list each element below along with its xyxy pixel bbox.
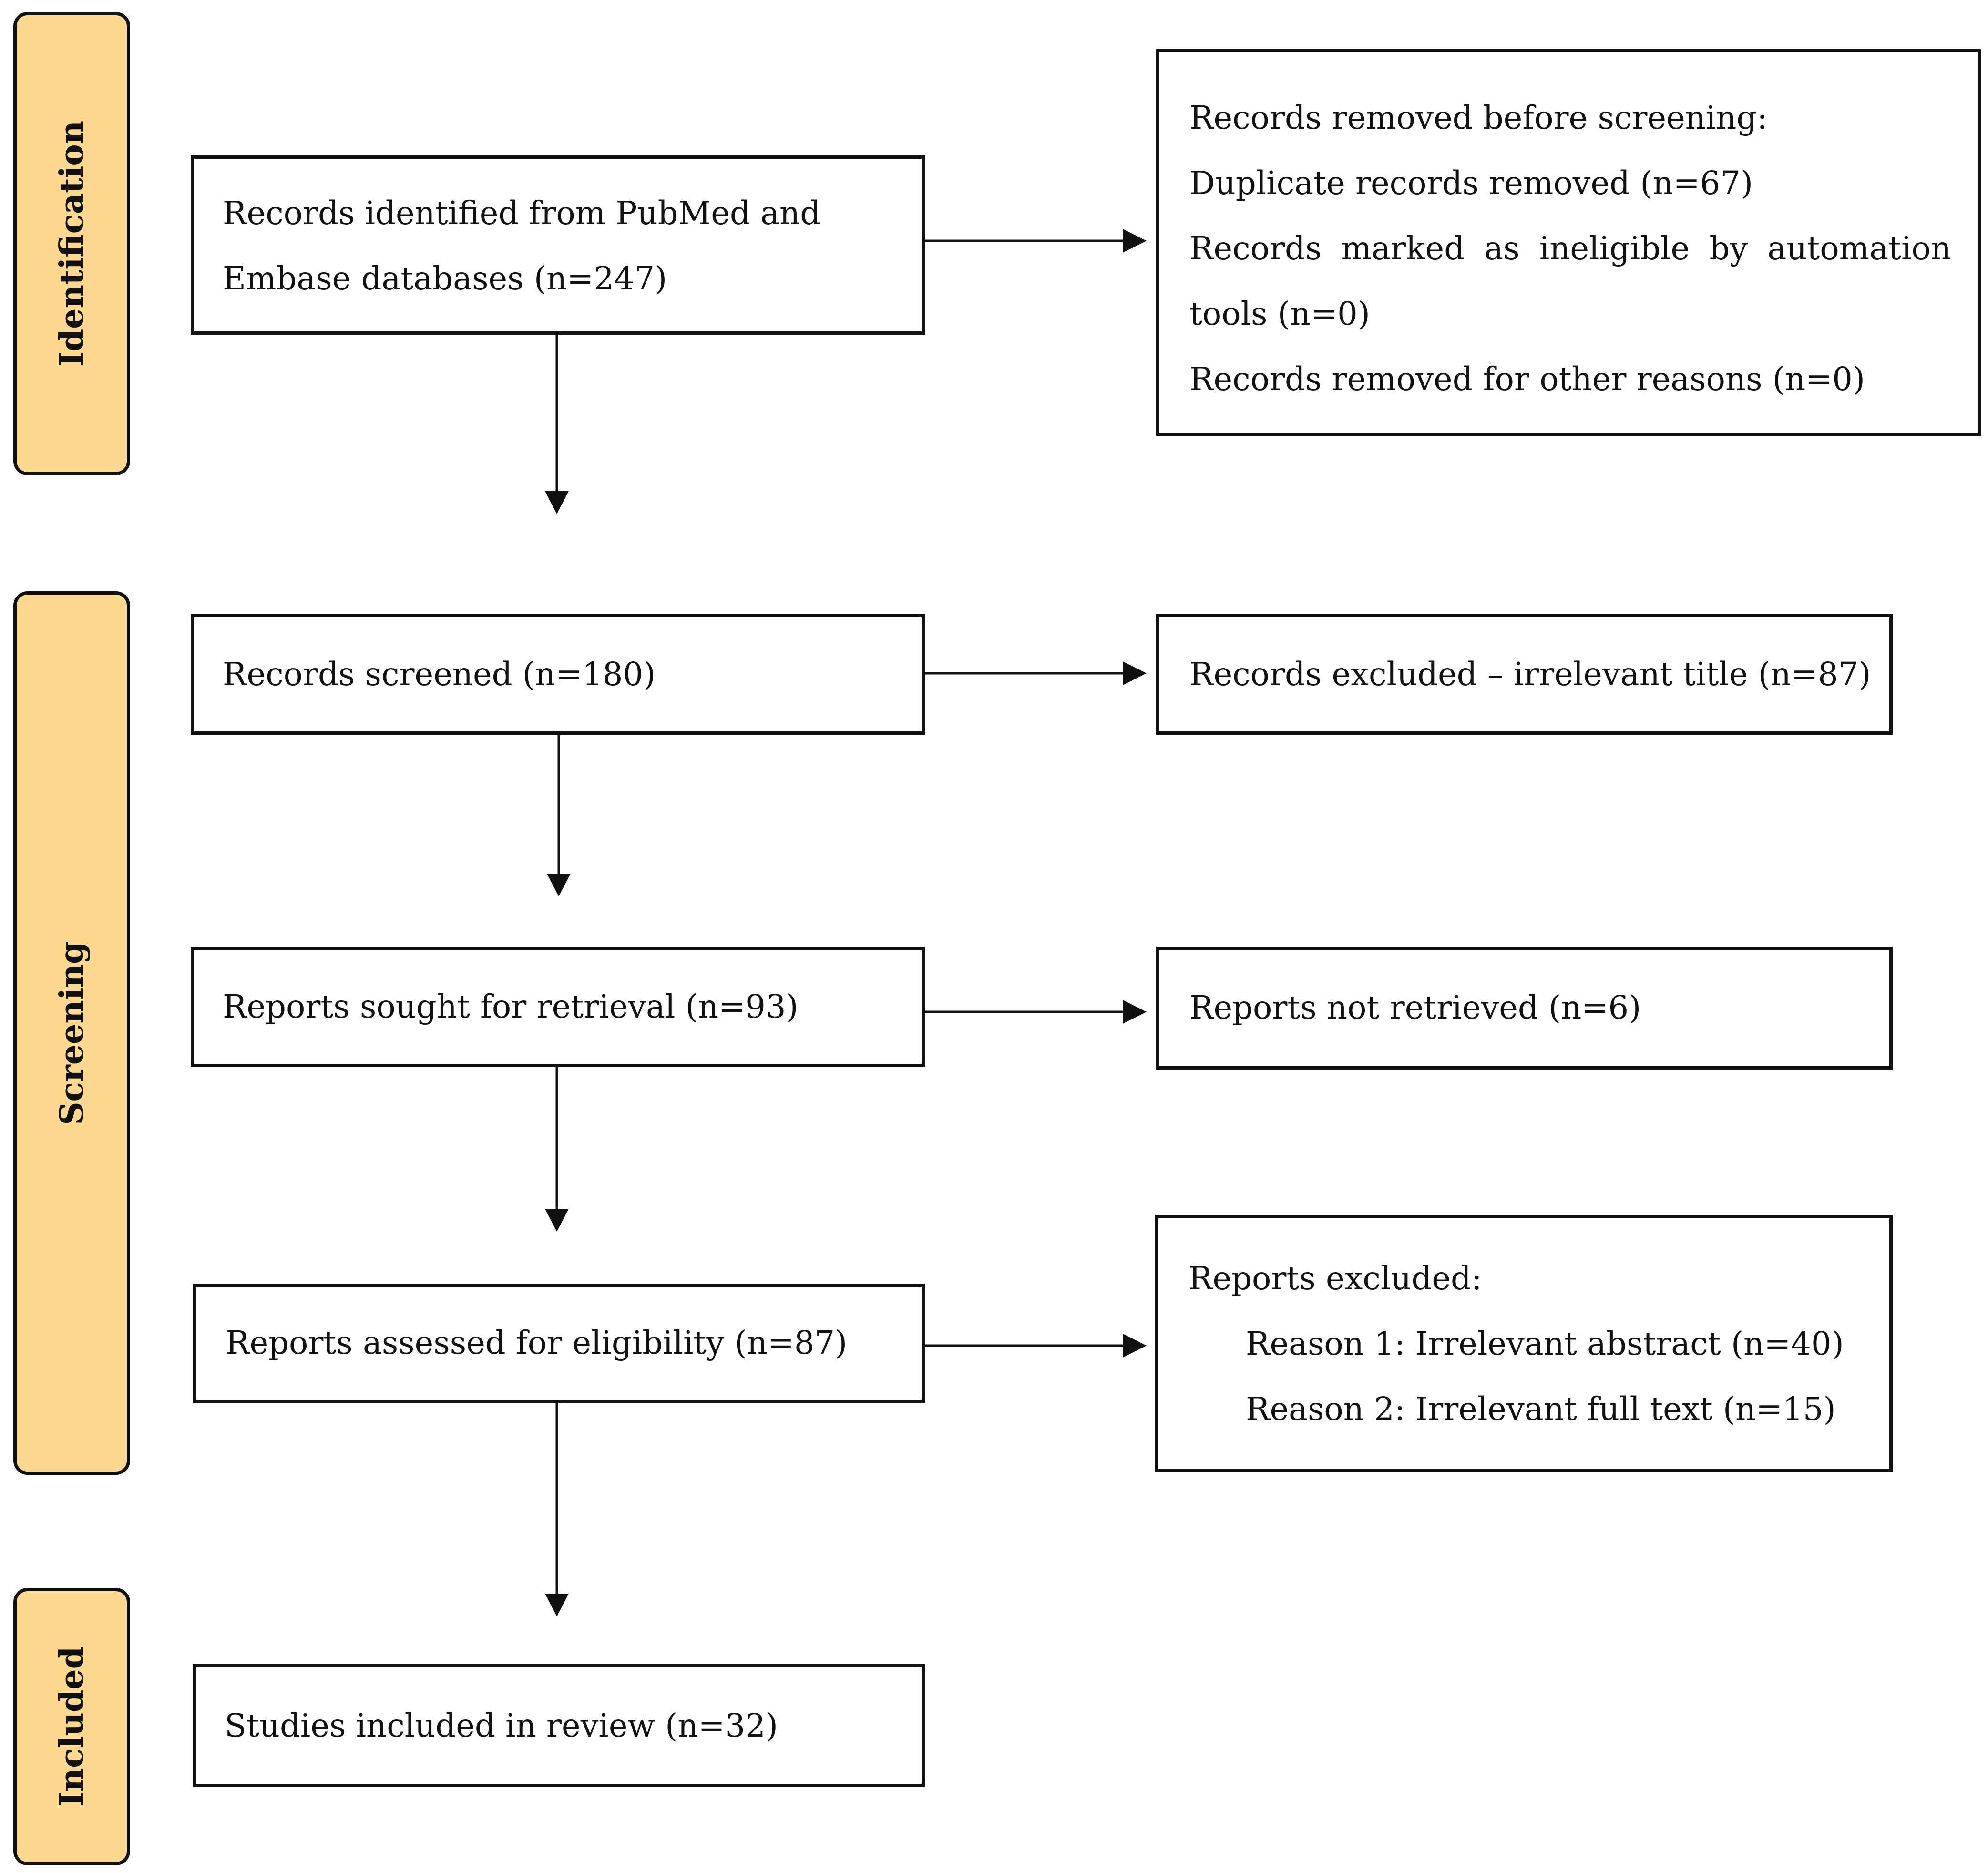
arrowhead-identified-to-removed xyxy=(1123,229,1147,253)
reports-sought-text: Reports sought for retrieval (n=93) xyxy=(223,988,799,1025)
records-screened-text: Records screened (n=180) xyxy=(223,656,656,693)
duplicates-removed: Duplicate records removed (n=67) xyxy=(1189,165,1753,202)
reports-assessed-text: Reports assessed for eligibility (n=87) xyxy=(225,1324,848,1361)
arrowhead-sought-to-assessed xyxy=(545,1209,569,1232)
reports-excluded-box: Reports excluded: Reason 1: Irrelevant a… xyxy=(1155,1215,1893,1472)
records-identified-line-1: Records identified from PubMed and xyxy=(223,195,821,232)
records-excluded-text: Records excluded – irrelevant title (n=8… xyxy=(1189,656,1871,693)
arrowhead-screened-to-sought xyxy=(547,874,571,896)
studies-included-text: Studies included in review (n=32) xyxy=(225,1707,778,1744)
phase-identification: Identification xyxy=(13,12,130,475)
records-identified-box: Records identified from PubMed and Embas… xyxy=(191,155,925,335)
reports-excluded-heading: Reports excluded: xyxy=(1189,1260,1482,1297)
reports-not-retrieved-text: Reports not retrieved (n=6) xyxy=(1189,989,1641,1026)
reason-2: Reason 2: Irrelevant full text (n=15) xyxy=(1246,1390,1836,1428)
studies-included-box: Studies included in review (n=32) xyxy=(193,1664,925,1787)
other-reasons-removed: Records removed for other reasons (n=0) xyxy=(1189,360,1865,398)
phase-included: Included xyxy=(13,1588,130,1865)
automation-ineligible-line-1: Records marked as ineligible by automati… xyxy=(1189,230,1951,267)
records-excluded-box: Records excluded – irrelevant title (n=8… xyxy=(1156,614,1893,735)
arrowhead-identified-to-screened xyxy=(545,491,569,514)
reports-assessed-box: Reports assessed for eligibility (n=87) xyxy=(193,1284,925,1403)
arrowhead-assessed-to-included xyxy=(545,1594,569,1616)
removed-heading: Records removed before screening: xyxy=(1189,99,1768,136)
records-removed-box: Records removed before screening: Duplic… xyxy=(1156,49,1981,436)
records-screened-box: Records screened (n=180) xyxy=(191,614,925,735)
reason-1: Reason 1: Irrelevant abstract (n=40) xyxy=(1246,1325,1844,1362)
reports-sought-box: Reports sought for retrieval (n=93) xyxy=(191,947,925,1067)
arrowhead-sought-to-not-retrieved xyxy=(1123,1000,1147,1024)
automation-ineligible-line-2: tools (n=0) xyxy=(1189,295,1370,332)
arrowhead-screened-to-excluded xyxy=(1123,661,1147,685)
records-identified-line-2: Embase databases (n=247) xyxy=(223,260,667,297)
arrowhead-assessed-to-excluded xyxy=(1123,1334,1147,1358)
phase-screening: Screening xyxy=(13,591,130,1475)
reports-not-retrieved-box: Reports not retrieved (n=6) xyxy=(1156,947,1893,1070)
